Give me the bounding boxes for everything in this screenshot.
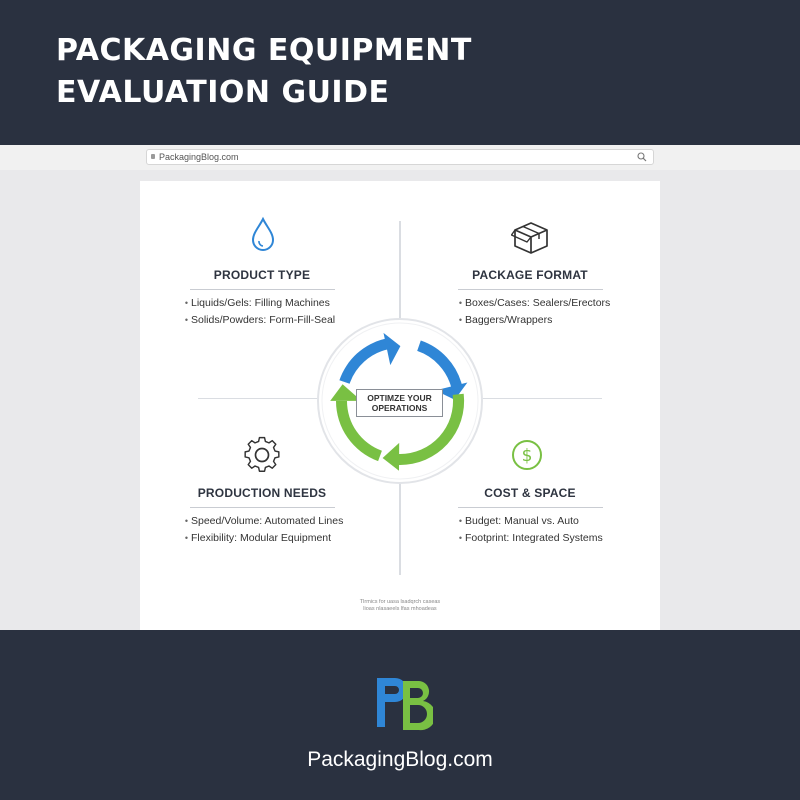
quadrant-list: •Liquids/Gels: Filling Machines •Solids/… xyxy=(182,295,382,329)
green-arrow-bottom xyxy=(382,393,465,471)
list-item: •Baggers/Wrappers xyxy=(458,314,553,326)
center-label: OPTIMZE YOUR OPERATIONS xyxy=(356,389,443,417)
infographic-card: PRODUCT TYPE •Liquids/Gels: Filling Mach… xyxy=(140,181,660,630)
list-item: •Liquids/Gels: Filling Machines xyxy=(184,297,330,309)
quadrant-package-format: PACKAGE FORMAT •Boxes/Cases: Sealers/Ere… xyxy=(440,216,620,376)
quadrant-product-type: PRODUCT TYPE •Liquids/Gels: Filling Mach… xyxy=(172,216,352,376)
list-item: •Footprint: Integrated Systems xyxy=(458,532,603,544)
address-bar-url: PackagingBlog.com xyxy=(159,152,239,162)
quadrant-list: •Speed/Volume: Automated Lines •Flexibil… xyxy=(182,513,382,547)
list-item: •Solids/Powders: Form-Fill-Seal xyxy=(184,314,336,326)
blue-arrow-right xyxy=(417,340,468,400)
quadrant-title: PRODUCTION NEEDS xyxy=(197,486,327,500)
quadrant-list: •Budget: Manual vs. Auto •Footprint: Int… xyxy=(456,513,656,547)
cycle-inner-ring xyxy=(321,322,479,480)
list-item: •Flexibility: Modular Equipment xyxy=(184,532,332,544)
quadrant-rule xyxy=(458,289,603,290)
quadrant-rule xyxy=(190,507,335,508)
center-label-line-2: OPERATIONS xyxy=(371,403,428,413)
quadrant-cost-space: $ COST & SPACE •Budget: Manual vs. Auto … xyxy=(440,436,620,566)
quadrant-rule xyxy=(458,507,603,508)
footer-site-name[interactable]: PackagingBlog.com xyxy=(307,748,493,771)
page-title-line-1: PACKAGING EQUIPMENT xyxy=(56,33,472,68)
lock-icon xyxy=(151,154,155,159)
address-bar[interactable]: PackagingBlog.com xyxy=(146,149,654,165)
list-item: •Boxes/Cases: Sealers/Erectors xyxy=(458,297,611,309)
page-title: PACKAGING EQUIPMENT EVALUATION GUIDE xyxy=(56,30,472,114)
pb-logo-icon xyxy=(377,678,433,731)
svg-text:$: $ xyxy=(522,446,533,466)
quadrant-production-needs: PRODUCTION NEEDS •Speed/Volume: Automate… xyxy=(172,436,352,566)
search-icon[interactable] xyxy=(637,152,647,162)
list-item: •Budget: Manual vs. Auto xyxy=(458,515,579,527)
center-label-line-1: OPTIMZE YOUR xyxy=(367,393,432,403)
fine-print-line-1: Tlrmics for uasa lsadqrch caseas xyxy=(359,599,441,605)
header-banner: PACKAGING EQUIPMENT EVALUATION GUIDE xyxy=(0,0,800,145)
gear-icon xyxy=(244,436,280,472)
dollar-circle-icon: $ xyxy=(512,440,542,470)
list-item: •Speed/Volume: Automated Lines xyxy=(184,515,344,527)
green-arrow-left xyxy=(330,384,382,462)
blue-arrow-top xyxy=(339,332,401,384)
page-title-line-2: EVALUATION GUIDE xyxy=(56,75,390,110)
fine-print-line-2: lioas nlasaeels lfas mhoadeas xyxy=(363,606,437,612)
quadrant-title: PRODUCT TYPE xyxy=(213,268,311,282)
quadrant-list: •Boxes/Cases: Sealers/Erectors •Baggers/… xyxy=(456,295,656,329)
fine-print: Tlrmics for uasa lsadqrch caseas lioas n… xyxy=(300,599,500,613)
quadrant-title: PACKAGE FORMAT xyxy=(472,268,588,282)
quadrant-rule xyxy=(190,289,335,290)
box-icon xyxy=(511,222,548,254)
droplet-icon xyxy=(251,216,275,251)
browser-bar: PackagingBlog.com xyxy=(0,145,800,171)
quadrant-title: COST & SPACE xyxy=(484,486,576,500)
